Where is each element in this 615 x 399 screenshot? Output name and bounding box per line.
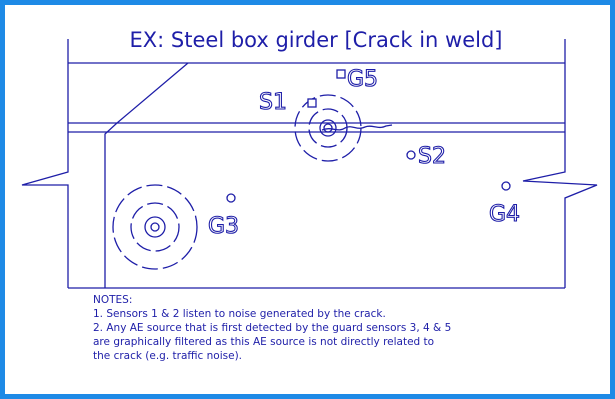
sensor-g5-marker bbox=[336, 69, 346, 79]
notes-heading: NOTES: bbox=[93, 294, 132, 306]
sensor-g3-label: G3 bbox=[208, 214, 239, 239]
note-line-1: 1. Sensors 1 & 2 listen to noise generat… bbox=[93, 308, 386, 320]
sensor-s1-label: S1 bbox=[259, 90, 287, 115]
sensor-g3-marker bbox=[226, 193, 236, 203]
note-line-2: 2. Any AE source that is first detected … bbox=[93, 322, 451, 334]
sensor-g4-label: G4 bbox=[489, 202, 520, 227]
sensor-s2-label: S2 bbox=[418, 144, 446, 169]
stiffener-diagonal bbox=[104, 62, 189, 288]
crack-wave-rings bbox=[294, 94, 362, 162]
weld-crack bbox=[321, 124, 393, 131]
note-line-4: the crack (e.g. traffic noise). bbox=[93, 350, 242, 362]
diagram-title: EX: Steel box girder [Crack in weld] bbox=[130, 28, 503, 52]
traffic-noise-wave-rings bbox=[112, 184, 198, 270]
left-break-outline bbox=[21, 63, 69, 204]
sensor-s2-marker bbox=[406, 150, 416, 160]
note-line-3: are graphically filtered as this AE sour… bbox=[93, 336, 434, 348]
right-break-outline bbox=[522, 63, 598, 288]
sensor-g5-label: G5 bbox=[347, 67, 378, 92]
sensor-g4-marker bbox=[501, 181, 511, 191]
sensor-s1-marker bbox=[307, 98, 317, 108]
